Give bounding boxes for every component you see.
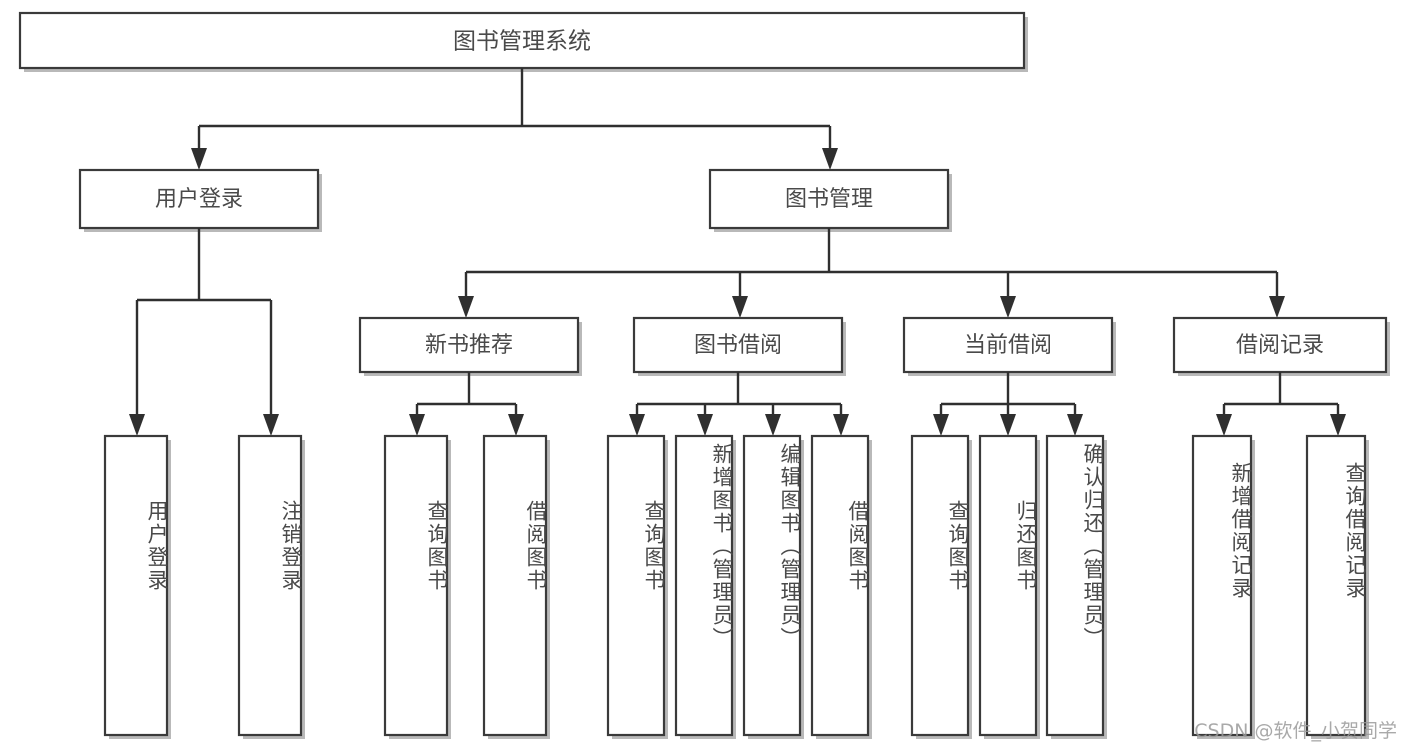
leaf-node-logout[interactable] [237, 434, 305, 739]
arrow-head-icon [1000, 414, 1016, 436]
connector-bookborrow-to-leaves [629, 372, 849, 436]
node-new-book-recommend-box [358, 316, 580, 374]
leaf-node-edit-book-admin[interactable] [742, 434, 804, 739]
node-new-book-recommend-label: 新书推荐 [425, 333, 513, 358]
leaf-node-query-book-2[interactable] [606, 434, 668, 739]
leaf-node-add-book-admin[interactable] [674, 434, 736, 739]
arrow-head-icon [1216, 414, 1232, 436]
arrow-head-icon [458, 296, 474, 318]
node-current-borrow-label: 当前借阅 [964, 333, 1052, 358]
leaf-node-user-login[interactable] [103, 434, 171, 739]
node-user-login[interactable]: 用户登录 [78, 168, 322, 232]
leaf-node-add-borrow-record[interactable] [1191, 434, 1255, 739]
csdn-watermark: CSDN @软件_小贺同学 [1194, 720, 1397, 742]
arrow-head-icon [1330, 414, 1346, 436]
arrow-head-icon [697, 414, 713, 436]
node-new-book-recommend[interactable]: 新书推荐 [358, 316, 582, 376]
node-borrow-record-label: 借阅记录 [1236, 333, 1324, 358]
node-book-borrow[interactable]: 图书借阅 [632, 316, 846, 376]
node-root-label: 图书管理系统 [453, 29, 591, 55]
node-root-box [18, 11, 1026, 70]
node-root[interactable]: 图书管理系统 [18, 11, 1028, 72]
leaf-node-confirm-return-admin[interactable] [1045, 434, 1107, 739]
node-current-borrow[interactable]: 当前借阅 [902, 316, 1116, 376]
leaf-node-query-borrow-record[interactable] [1305, 434, 1369, 739]
arrow-head-icon [263, 414, 279, 436]
arrow-head-icon [191, 148, 207, 170]
connector-user-login-to-leaves [129, 228, 279, 436]
leaf-node-query-book-1[interactable] [383, 434, 451, 739]
arrow-head-icon [129, 414, 145, 436]
leaf-node-return-book[interactable] [978, 434, 1040, 739]
leaf-node-borrow-book-1[interactable] [482, 434, 550, 739]
leaf-node-borrow-book-2[interactable] [810, 434, 872, 739]
arrow-head-icon [1269, 296, 1285, 318]
node-borrow-record-box [1172, 316, 1388, 374]
arrow-head-icon [508, 414, 524, 436]
node-user-login-label: 用户登录 [155, 187, 243, 212]
arrow-head-icon [732, 296, 748, 318]
connector-borrowrecord-to-leaves [1216, 372, 1346, 436]
node-current-borrow-box [902, 316, 1114, 374]
arrow-head-icon [833, 414, 849, 436]
arrow-head-icon [933, 414, 949, 436]
node-book-borrow-label: 图书借阅 [694, 333, 782, 358]
connector-root-to-level1 [191, 68, 838, 170]
connector-newbook-to-leaves [409, 372, 524, 436]
arrow-head-icon [1000, 296, 1016, 318]
arrow-head-icon [629, 414, 645, 436]
arrow-head-icon [822, 148, 838, 170]
arrow-head-icon [765, 414, 781, 436]
node-book-management-label: 图书管理 [785, 187, 873, 212]
arrow-head-icon [1067, 414, 1083, 436]
connector-currentborrow-to-leaves [933, 372, 1083, 436]
node-borrow-record[interactable]: 借阅记录 [1172, 316, 1390, 376]
arrow-head-icon [409, 414, 425, 436]
connector-bookmgmt-to-level2 [458, 228, 1285, 318]
node-user-login-box [78, 168, 320, 230]
node-book-management[interactable]: 图书管理 [708, 168, 952, 232]
leaf-node-query-book-3[interactable] [910, 434, 972, 739]
